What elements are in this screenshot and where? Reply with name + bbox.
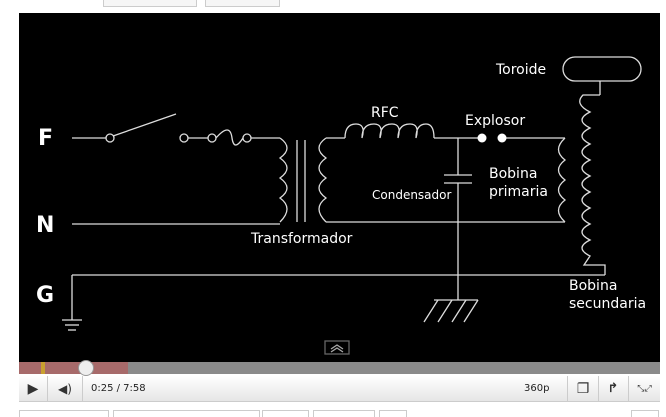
arrow-icon: ↱ <box>607 381 619 396</box>
label-secondary-1: Bobina <box>569 278 617 294</box>
label-transformer: Transformador <box>250 231 353 247</box>
search-field[interactable] <box>103 0 197 7</box>
time-display: 0:25 / 7:58 <box>91 383 146 394</box>
label-condensador: Condensador <box>372 188 451 202</box>
action-button[interactable] <box>19 410 109 417</box>
label-f: F <box>38 126 53 151</box>
action-button[interactable] <box>379 410 407 417</box>
quality-button[interactable]: 360p <box>524 383 550 394</box>
label-g: G <box>36 283 54 308</box>
video-player[interactable]: F N G Transformador RFC Explosor Condens… <box>19 13 660 362</box>
label-toroid: Toroide <box>495 62 546 78</box>
share-button[interactable]: ↱ <box>598 376 629 401</box>
label-primary-1: Bobina <box>489 166 537 182</box>
label-explosor: Explosor <box>465 113 525 129</box>
popout-button[interactable]: ❐ <box>567 376 599 401</box>
played-bar <box>41 362 45 374</box>
action-button[interactable] <box>631 410 659 417</box>
seek-handle[interactable] <box>78 360 95 376</box>
tesla-coil-diagram: F N G Transformador RFC Explosor Condens… <box>36 56 646 355</box>
label-n: N <box>36 213 54 238</box>
volume-button[interactable]: ◀) <box>48 376 83 401</box>
action-button[interactable] <box>262 410 309 417</box>
action-button[interactable] <box>313 410 375 417</box>
play-button[interactable]: ▶ <box>19 376 48 401</box>
speaker-icon: ◀) <box>58 381 72 396</box>
label-secondary-2: secundaria <box>569 296 646 312</box>
player-controls: ▶ ◀) 0:25 / 7:58 360p ❐ ↱ ⤡⤢ <box>19 376 660 402</box>
label-rfc: RFC <box>371 105 399 121</box>
loaded-bar <box>19 362 128 374</box>
fullscreen-icon: ⤡⤢ <box>637 383 652 394</box>
window-icon: ❐ <box>576 380 590 397</box>
search-button[interactable] <box>205 0 280 7</box>
label-primary-2: primaria <box>489 184 548 200</box>
action-button[interactable] <box>113 410 260 417</box>
play-icon: ▶ <box>27 380 39 397</box>
fullscreen-button[interactable]: ⤡⤢ <box>629 376 660 401</box>
seek-bar[interactable] <box>19 360 660 376</box>
